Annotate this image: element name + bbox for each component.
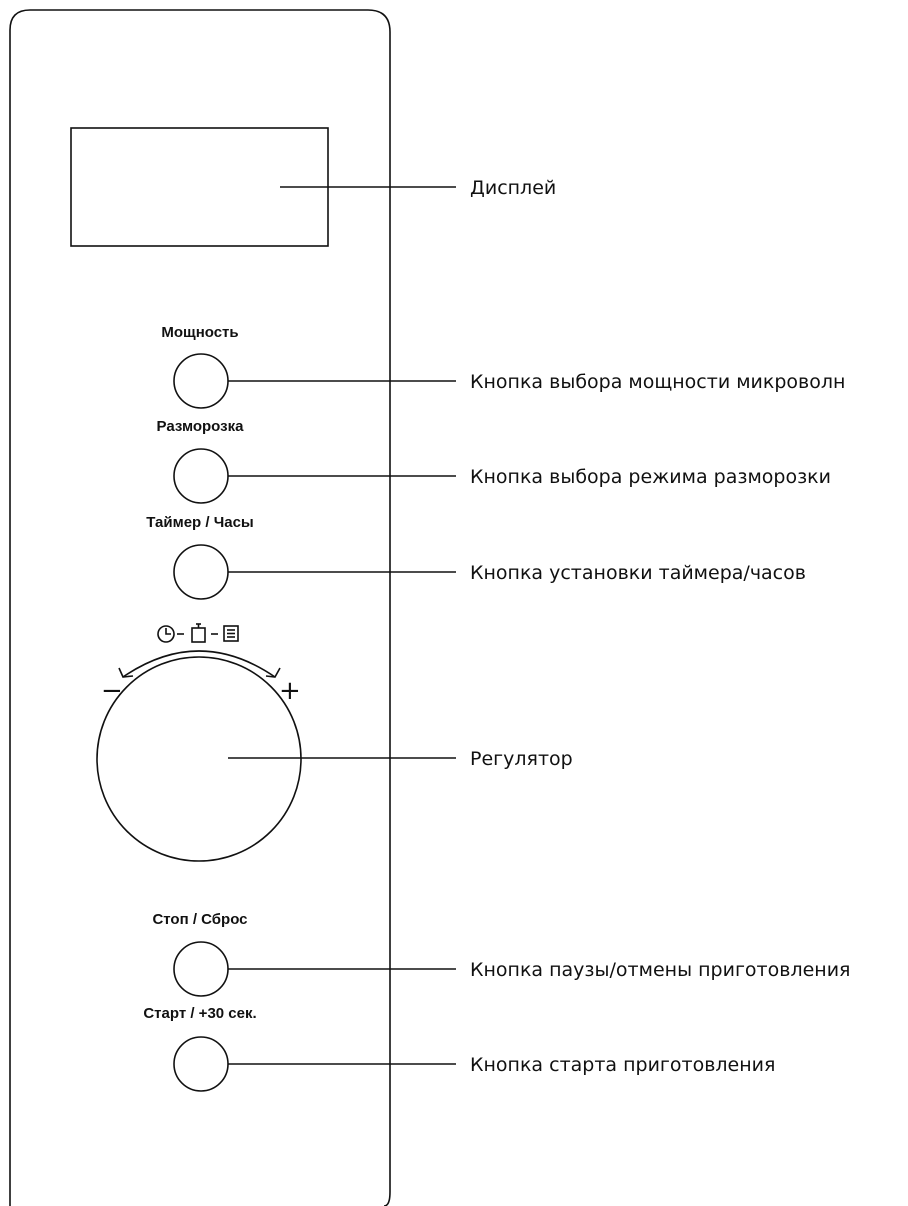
control-panel-outline bbox=[9, 9, 391, 1206]
rotation-arc bbox=[122, 650, 276, 678]
clock-icon bbox=[157, 625, 175, 643]
defrost-button-label: Разморозка bbox=[157, 418, 245, 435]
timer-clock-button-callout-label: Кнопка установки таймера/часов bbox=[470, 562, 806, 584]
start-button[interactable] bbox=[173, 1036, 229, 1092]
arc-arrow-right-icon bbox=[265, 667, 281, 678]
dial-plus-symbol: + bbox=[279, 676, 301, 706]
weight-icon bbox=[191, 623, 206, 643]
defrost-button[interactable] bbox=[173, 448, 229, 504]
timer-clock-button[interactable] bbox=[173, 544, 229, 600]
stop-reset-button-label: Стоп / Сброс bbox=[152, 911, 247, 928]
start-button-label: Старт / +30 сек. bbox=[143, 1005, 256, 1022]
menu-icon bbox=[223, 625, 239, 642]
stop-reset-button[interactable] bbox=[173, 941, 229, 997]
power-button-label: Мощность bbox=[161, 324, 238, 341]
stop-reset-button-callout-label: Кнопка паузы/отмены приготовления bbox=[470, 959, 850, 981]
display-callout-label: Дисплей bbox=[470, 177, 556, 199]
power-button-callout-label: Кнопка выбора мощности микроволн bbox=[470, 371, 845, 393]
defrost-button-callout-label: Кнопка выбора режима разморозки bbox=[470, 466, 831, 488]
timer-clock-button-label: Таймер / Часы bbox=[146, 514, 254, 531]
arc-arrow-left-icon bbox=[118, 667, 134, 678]
regulator-dial[interactable] bbox=[96, 656, 302, 862]
start-button-callout-label: Кнопка старта приготовления bbox=[470, 1054, 775, 1076]
regulator-callout-label: Регулятор bbox=[470, 748, 573, 770]
power-button[interactable] bbox=[173, 353, 229, 409]
